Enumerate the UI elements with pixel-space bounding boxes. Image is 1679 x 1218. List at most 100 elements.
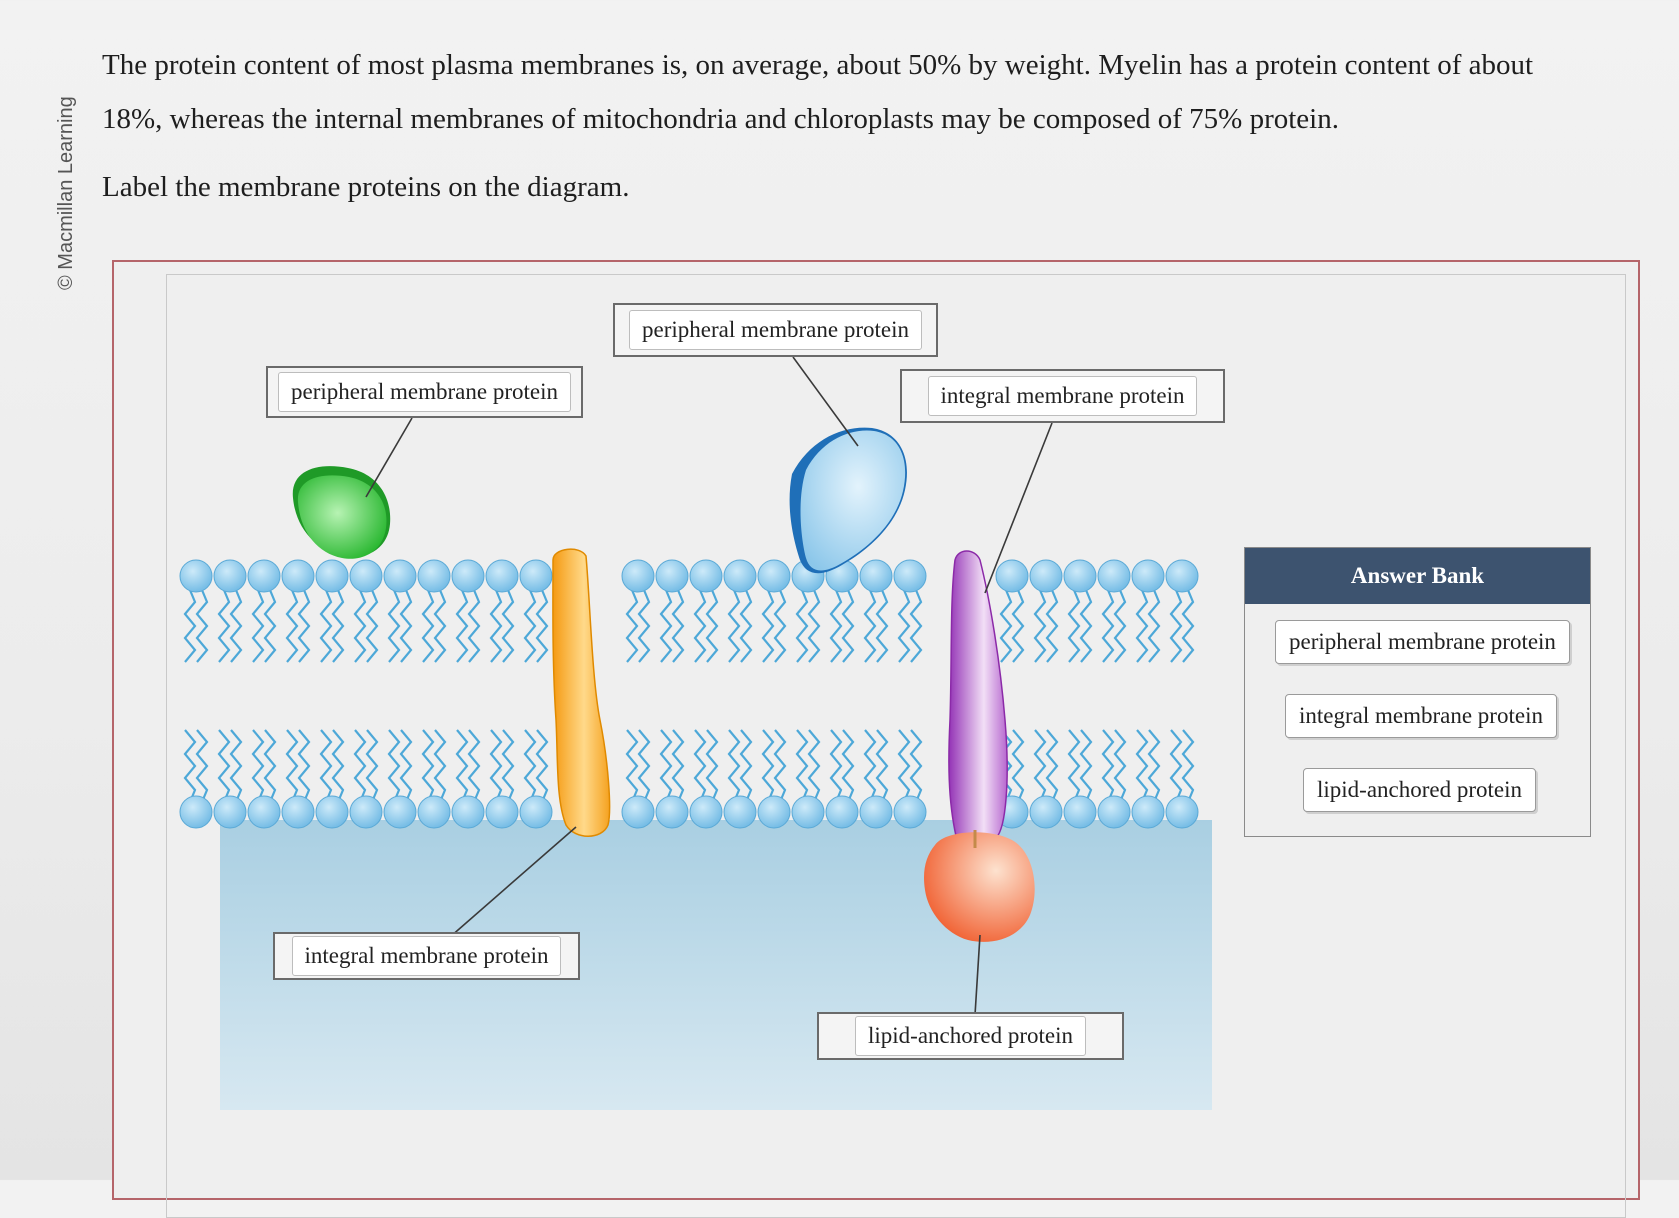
lipid-tail — [1135, 729, 1149, 803]
lipid-head — [655, 795, 689, 829]
lipid-tail — [1045, 589, 1059, 663]
lipid-tail — [467, 729, 481, 803]
lipid-tail — [251, 589, 265, 663]
lipid-tail — [387, 729, 401, 803]
placed-label-chip[interactable]: lipid-anchored protein — [854, 1016, 1086, 1056]
lipid-tail — [807, 589, 821, 663]
lipid-head — [315, 559, 349, 593]
lipid-tail — [1135, 589, 1149, 663]
lipid-tail — [195, 589, 209, 663]
lipid-tail — [705, 729, 719, 803]
lipid-tail — [999, 589, 1013, 663]
lipid-head — [247, 559, 281, 593]
lipid-tail — [659, 589, 673, 663]
lipid-tail — [263, 729, 277, 803]
lipid-head — [723, 795, 757, 829]
lipid-tail — [229, 729, 243, 803]
placed-label-chip[interactable]: integral membrane protein — [927, 376, 1198, 416]
bank-item-lipid-anchored[interactable]: lipid-anchored protein — [1303, 768, 1537, 812]
lipid-tail — [331, 589, 345, 663]
lipid-tail — [693, 589, 707, 663]
question-instruction: Label the membrane proteins on the diagr… — [102, 171, 630, 203]
lipid-tail — [773, 589, 787, 663]
lipid-tail — [535, 589, 549, 663]
lipid-tail — [421, 729, 435, 803]
lipid-tail — [183, 589, 197, 663]
lipid-head — [859, 795, 893, 829]
question-text: The protein content of most plasma membr… — [102, 38, 1602, 214]
lipid-head — [1131, 559, 1165, 593]
label-slot-top-left[interactable]: peripheral membrane protein — [266, 366, 583, 418]
lipid-tail — [285, 589, 299, 663]
peripheral-protein-blue — [789, 427, 907, 574]
lipid-head — [281, 559, 315, 593]
lipid-tail — [863, 589, 877, 663]
lipid-head — [1063, 795, 1097, 829]
label-slot-top-right[interactable]: integral membrane protein — [900, 369, 1225, 423]
lipid-tail — [365, 589, 379, 663]
lipid-tail — [319, 589, 333, 663]
lipid-head — [213, 795, 247, 829]
membrane-diagram — [179, 356, 1212, 1110]
lipid-head — [757, 795, 791, 829]
lipid-head — [1063, 559, 1097, 593]
lipid-tail — [229, 589, 243, 663]
lipid-head — [519, 795, 553, 829]
lipid-tail — [1113, 729, 1127, 803]
placed-label-chip[interactable]: peripheral membrane protein — [629, 310, 922, 350]
lipid-head — [995, 559, 1029, 593]
lipid-tail — [297, 729, 311, 803]
lipid-tail — [1169, 589, 1183, 663]
lipid-head — [1029, 795, 1063, 829]
lipid-tail — [841, 729, 855, 803]
lipid-head — [485, 795, 519, 829]
label-slot-bottom-right[interactable]: lipid-anchored protein — [817, 1012, 1124, 1060]
lipid-head — [791, 795, 825, 829]
bank-item-peripheral[interactable]: peripheral membrane protein — [1275, 620, 1570, 664]
lipid-tail — [501, 729, 515, 803]
lipid-tail — [387, 589, 401, 663]
lipid-tail — [659, 729, 673, 803]
lipid-tail — [637, 589, 651, 663]
lipid-anchored-protein-red — [924, 830, 1035, 942]
lipid-head — [451, 795, 485, 829]
lipid-tail — [535, 729, 549, 803]
lipid-tail — [195, 729, 209, 803]
lipid-tail — [1147, 589, 1161, 663]
lipid-tail — [637, 729, 651, 803]
lipid-tail — [319, 729, 333, 803]
lipid-tail — [795, 729, 809, 803]
lipid-tail — [433, 729, 447, 803]
lipid-tail — [773, 729, 787, 803]
lipid-head — [825, 795, 859, 829]
lipid-head — [757, 559, 791, 593]
question-line-2: 18%, whereas the internal membranes of m… — [102, 103, 1339, 135]
lipid-head — [1029, 559, 1063, 593]
lipid-head — [1165, 559, 1199, 593]
lipid-tail — [1181, 589, 1195, 663]
integral-protein-orange — [552, 548, 611, 837]
lipid-head — [1131, 795, 1165, 829]
lipid-tail — [1101, 729, 1115, 803]
label-slot-top-center[interactable]: peripheral membrane protein — [613, 303, 938, 357]
answer-bank-title: Answer Bank — [1245, 548, 1590, 604]
lipid-tail — [489, 729, 503, 803]
integral-protein-purple — [948, 550, 1008, 846]
lipid-tail — [1045, 729, 1059, 803]
lipid-tail — [999, 729, 1013, 803]
lipid-tail — [365, 729, 379, 803]
placed-label-chip[interactable]: peripheral membrane protein — [278, 372, 571, 412]
bank-item-integral[interactable]: integral membrane protein — [1285, 694, 1557, 738]
lipid-tail — [1079, 729, 1093, 803]
lipid-tail — [625, 729, 639, 803]
label-slot-bottom-left[interactable]: integral membrane protein — [273, 932, 580, 980]
lipid-tail — [297, 589, 311, 663]
lipid-tail — [1011, 729, 1025, 803]
lipid-tail — [897, 589, 911, 663]
lipid-tail — [1101, 589, 1115, 663]
lipid-tail — [625, 589, 639, 663]
lipid-head — [417, 795, 451, 829]
lipid-tail — [897, 729, 911, 803]
lipid-tail — [829, 729, 843, 803]
placed-label-chip[interactable]: integral membrane protein — [291, 936, 562, 976]
